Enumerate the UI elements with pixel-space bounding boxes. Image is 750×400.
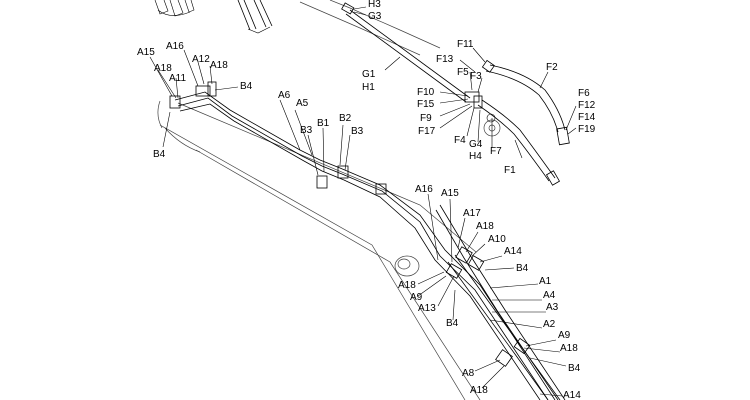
label-a2: A2 (543, 319, 556, 330)
label-f11: F11 (457, 39, 474, 50)
label-f19: F19 (578, 124, 596, 135)
label-a4: A4 (543, 290, 556, 301)
label-f7: F7 (490, 146, 502, 157)
label-b2: B2 (339, 113, 352, 124)
label-a5: A5 (296, 98, 309, 109)
label-h4: H4 (469, 151, 482, 162)
label-a18-top: A18 (210, 60, 228, 71)
label-f9: F9 (420, 113, 432, 124)
label-a3: A3 (546, 302, 559, 313)
label-h3: H3 (368, 0, 381, 10)
hose-f1 (477, 99, 561, 186)
callout-labels: H3 G3 G1 H1 F11 F13 F5 F3 F10 F15 F9 F17… (137, 0, 596, 400)
label-f3: F3 (470, 71, 482, 82)
line-g1-h1 (341, 2, 471, 103)
label-a6: A6 (278, 90, 291, 101)
label-a15-top: A15 (137, 47, 155, 58)
label-f6: F6 (578, 88, 590, 99)
hose-f2 (485, 64, 570, 146)
label-b4-low: B4 (446, 318, 459, 329)
label-b4-left: B4 (153, 149, 166, 160)
label-a14-mid: A14 (504, 246, 522, 257)
label-f15: F15 (417, 99, 435, 110)
label-a16-top: A16 (166, 41, 184, 52)
label-b1: B1 (317, 118, 330, 129)
label-a12: A12 (192, 54, 210, 65)
label-a9-low: A9 (410, 292, 423, 303)
label-a18-mid: A18 (476, 221, 494, 232)
label-a9-right: A9 (558, 330, 571, 341)
label-f13: F13 (436, 54, 454, 65)
label-f14: F14 (578, 112, 596, 123)
boom-tubes (174, 91, 566, 400)
label-a17: A17 (463, 208, 481, 219)
boom-outline (157, 0, 501, 400)
label-a15-mid: A15 (441, 188, 459, 199)
inset-sketch-hoses (237, 0, 273, 34)
label-g1: G1 (362, 69, 376, 80)
label-b4-right: B4 (568, 363, 581, 374)
label-a10: A10 (488, 234, 506, 245)
label-f5: F5 (457, 67, 469, 78)
label-a8: A8 (462, 368, 475, 379)
label-a18-left: A18 (154, 63, 172, 74)
label-f2: F2 (546, 62, 558, 73)
label-a18-right: A18 (560, 343, 578, 354)
inset-sketch-clamps (154, 0, 195, 17)
label-f1: F1 (504, 165, 516, 176)
label-h1: H1 (362, 82, 375, 93)
label-a18-low: A18 (398, 280, 416, 291)
label-f17: F17 (418, 126, 436, 137)
f-group-fittings (464, 59, 496, 123)
label-b3-left: B3 (300, 125, 313, 136)
label-a18-bottom: A18 (470, 385, 488, 396)
label-f12: F12 (578, 100, 596, 111)
label-g3: G3 (368, 11, 382, 22)
label-g4: G4 (469, 139, 483, 150)
label-a11: A11 (169, 73, 186, 84)
label-a16-mid: A16 (415, 184, 433, 195)
label-a13: A13 (418, 303, 436, 314)
label-b3-right: B3 (351, 126, 364, 137)
label-b4-mid: B4 (516, 263, 529, 274)
leader-lines (149, 6, 577, 397)
label-f4: F4 (454, 135, 466, 146)
label-b4-top: B4 (240, 81, 253, 92)
label-f10: F10 (417, 87, 435, 98)
label-a14-bottom: A14 (563, 390, 581, 400)
label-a1: A1 (539, 276, 552, 287)
